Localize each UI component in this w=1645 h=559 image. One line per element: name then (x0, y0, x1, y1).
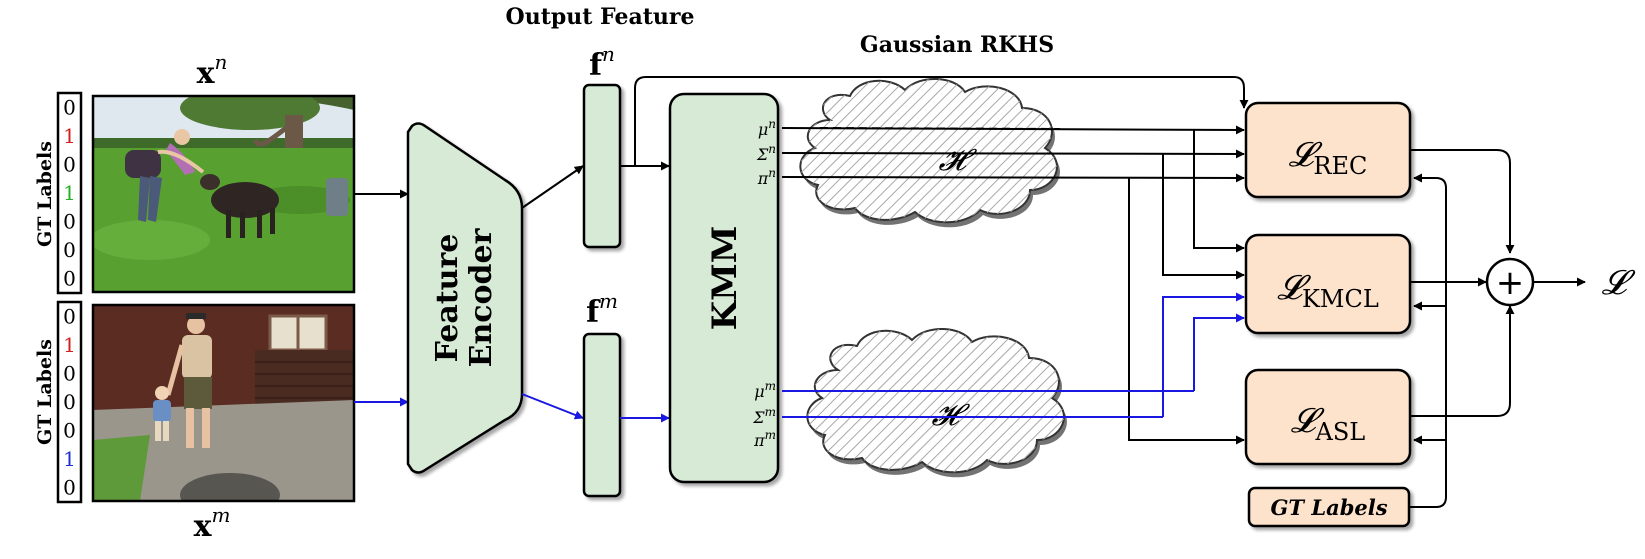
kmm-block (668, 92, 780, 484)
kmm-output-symbol: μm (754, 379, 776, 401)
input-bottom-symbol: xm (194, 503, 231, 544)
loss-kmcl-label: 𝓛KMCL (1277, 268, 1379, 313)
label-value: 0 (63, 238, 76, 262)
label-vector-bottom-values: 0 1 0 0 0 1 0 (63, 304, 76, 499)
bottom-connections (782, 292, 1245, 418)
sum-node: + (1485, 257, 1535, 307)
kmm-output-symbol: μn (758, 117, 776, 139)
total-loss-symbol: 𝓛 (1602, 263, 1636, 303)
label-vector-top-values: 0 1 0 1 0 0 0 (63, 95, 76, 290)
feature-encoder-label: Feature Encoder (430, 227, 499, 367)
label-value: 1 (63, 124, 76, 148)
loss-kmcl: 𝓛KMCL (1244, 233, 1412, 335)
svg-text:Encoder: Encoder (464, 227, 499, 367)
arrow-encoder-to-fn (521, 165, 584, 209)
loss-rec: 𝓛REC (1244, 101, 1412, 199)
kmm-label: KMM (705, 226, 745, 331)
svg-text:GT Labels: GT Labels (1270, 495, 1387, 520)
gaussian-rkhs-title: Gaussian RKHS (860, 32, 1054, 58)
label-value: 0 (63, 361, 76, 385)
arrow-encoder-to-fm (521, 393, 584, 420)
kmm-output-symbol: Σm (752, 405, 776, 427)
top-connections (781, 125, 1245, 445)
loss-rec-label: 𝓛REC (1289, 135, 1368, 180)
kmm-output-symbol: πn (757, 166, 776, 188)
gt-labels-side-bottom: GT Labels (34, 339, 56, 445)
gt-labels-side-top: GT Labels (34, 141, 56, 247)
sum-symbol: + (1496, 263, 1525, 303)
label-value: 1 (63, 333, 76, 357)
label-value: 0 (63, 267, 76, 291)
photo-woman-feeding-sheep (93, 96, 354, 292)
input-top: xn GT Labels 0 1 0 1 0 0 0 (34, 50, 356, 295)
rkhs-cloud-bottom: 𝓗 (806, 327, 1067, 478)
feature-top-symbol: fn (589, 42, 615, 83)
kmm-output-symbol: Σn (756, 142, 776, 164)
sum-connections (1410, 149, 1586, 417)
input-bottom: GT Labels 0 1 0 0 0 1 0 (34, 300, 356, 544)
gt-labels-box: GT Labels (1247, 486, 1411, 528)
label-vector-bottom (56, 300, 83, 504)
input-top-symbol: xn (197, 50, 228, 91)
label-value: 1 (63, 447, 76, 471)
label-value: 0 (63, 152, 76, 176)
rkhs-cloud-top: 𝓗 (799, 77, 1060, 228)
label-value: 0 (63, 95, 76, 119)
loss-asl: 𝓛ASL (1244, 368, 1412, 466)
kmm-output-symbol: πm (753, 428, 776, 450)
svg-text:Feature: Feature (430, 234, 465, 363)
label-value: 0 (63, 304, 76, 328)
label-vector-top (56, 91, 83, 295)
label-value: 0 (63, 210, 76, 234)
feature-vector-fm (582, 332, 622, 498)
feature-vector-fn (582, 83, 622, 249)
label-value: 0 (63, 476, 76, 500)
feature-bottom-symbol: fm (586, 289, 618, 330)
gt-labels-connections (1409, 173, 1447, 508)
output-feature-title: Output Feature (506, 4, 695, 30)
label-value: 0 (63, 390, 76, 414)
label-value: 0 (63, 419, 76, 443)
arrow-fn-to-rec-skip (634, 76, 1249, 166)
photo-man-and-child-on-patio (93, 305, 354, 501)
label-value: 1 (63, 181, 76, 205)
